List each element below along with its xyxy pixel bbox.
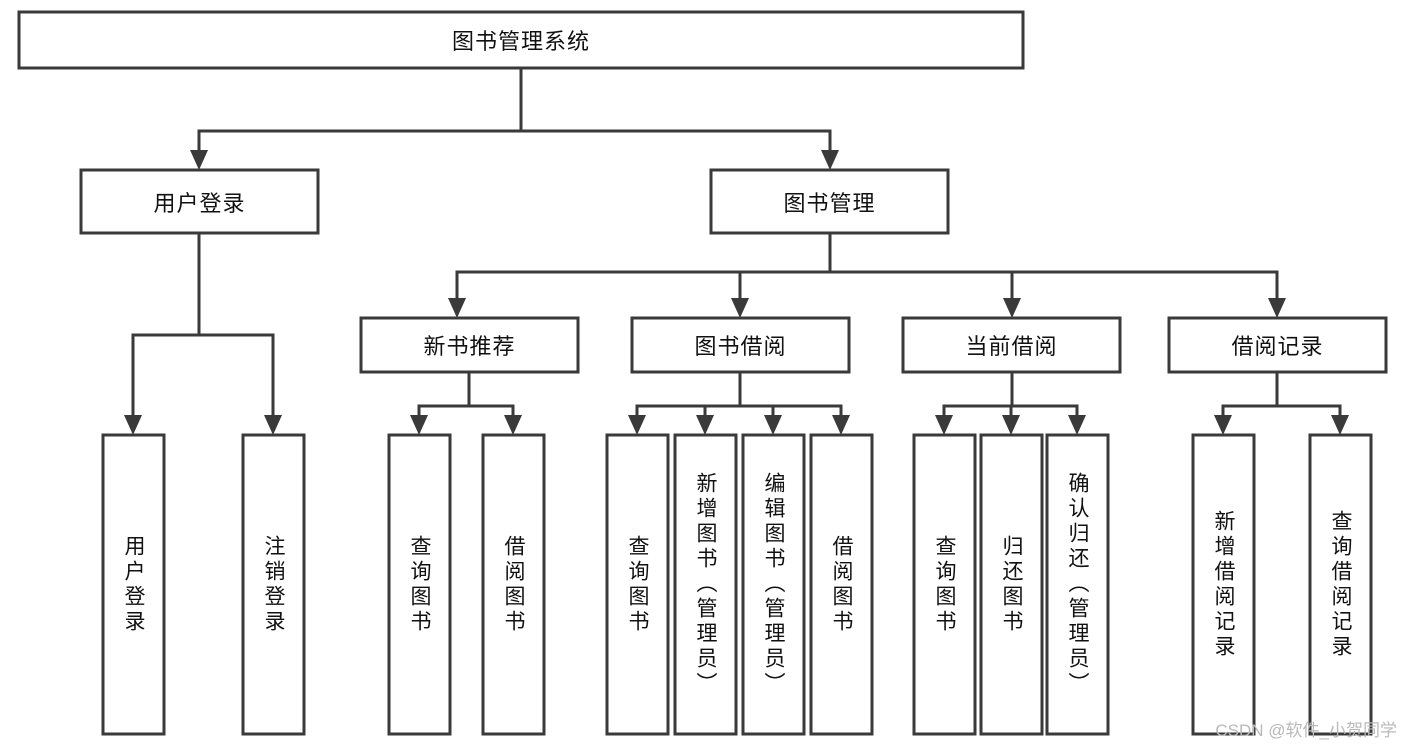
node-box-leaf-borrow-edit[interactable]	[741, 433, 806, 736]
node-box-new-book-rec[interactable]	[359, 316, 580, 374]
node-box-leaf-borrow-lend[interactable]	[809, 433, 874, 736]
node-box-current-borrow[interactable]	[901, 316, 1122, 374]
csdn-watermark: CSDN @软件_小贺同学	[1215, 721, 1397, 740]
node-box-leaf-rec-search[interactable]	[1308, 433, 1373, 736]
node-box-book-manage[interactable]	[709, 168, 950, 235]
connector-root-to-level2	[190, 66, 839, 170]
node-box-user-login[interactable]	[79, 168, 320, 235]
node-box-leaf-borrow-query[interactable]	[605, 433, 670, 736]
connector-borrowrecord-to-leaves	[1214, 370, 1349, 435]
connector-bookborrow-to-leaves	[628, 370, 850, 435]
connector-newbook-to-leaves	[410, 370, 522, 435]
node-box-leaf-cur-query[interactable]	[912, 433, 977, 736]
node-box-leaf-rec-borrow[interactable]	[481, 433, 546, 736]
node-box-leaf-cur-return[interactable]	[979, 433, 1044, 736]
node-box-leaf-user-login[interactable]	[101, 433, 166, 736]
connector-currentborrow-to-leaves	[935, 370, 1086, 435]
connector-bookmanage-to-level3	[448, 231, 1286, 318]
node-box-leaf-cur-confirm[interactable]	[1045, 433, 1110, 736]
node-box-book-borrow[interactable]	[630, 316, 851, 374]
connector-userlogin-to-leaves	[124, 231, 282, 435]
node-box-leaf-rec-query[interactable]	[387, 433, 452, 736]
node-box-leaf-borrow-add[interactable]	[673, 433, 738, 736]
node-box-root[interactable]	[17, 10, 1025, 70]
node-box-leaf-user-logout[interactable]	[241, 433, 306, 736]
node-box-leaf-rec-add[interactable]	[1191, 433, 1256, 736]
node-box-borrow-record[interactable]	[1167, 316, 1388, 374]
